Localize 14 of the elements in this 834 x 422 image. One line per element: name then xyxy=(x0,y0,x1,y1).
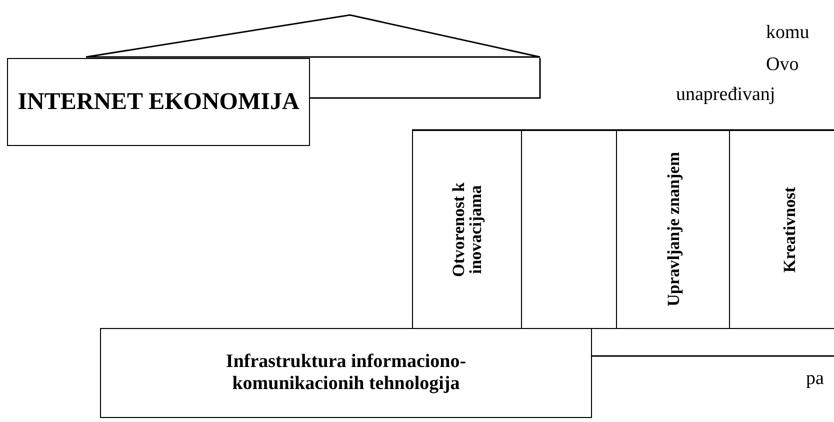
pillar-box xyxy=(729,130,834,329)
roof-triangle xyxy=(85,14,541,58)
pillar-label: Otvorenost k inovacijama xyxy=(450,181,484,279)
pillar-box xyxy=(616,130,730,329)
pillar-box xyxy=(521,130,617,329)
pillar-label: Upravljanje znanjem xyxy=(664,152,682,307)
pillar-box xyxy=(412,130,522,329)
body-text-fragment: pa xyxy=(806,368,824,390)
title-box: INTERNET EKONOMIJA xyxy=(7,58,310,146)
pillar-label: Kreativnost xyxy=(780,186,798,272)
body-text-fragment: unapređivanj xyxy=(676,84,776,106)
foundation-box: Infrastruktura informaciono-komunikacionih tehnologija xyxy=(100,328,592,418)
body-text-fragment: Ovo xyxy=(766,54,799,76)
body-text-fragment: komu xyxy=(766,22,810,44)
